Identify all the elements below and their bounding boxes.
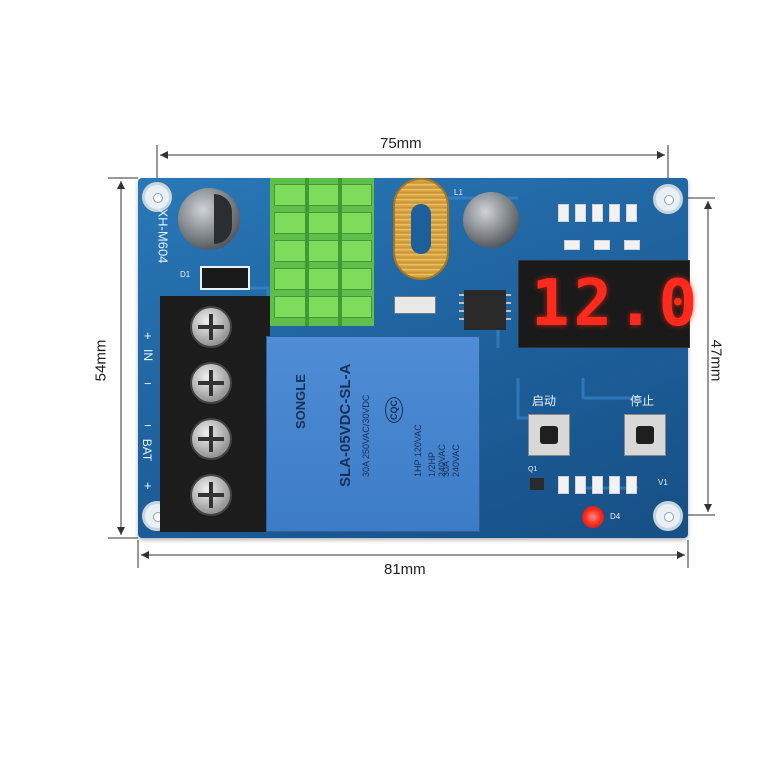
smd-r3 [558, 204, 569, 222]
led-d4-label: D4 [610, 512, 621, 521]
start-button[interactable] [528, 414, 570, 456]
diode-d1-label: D1 [180, 270, 191, 279]
terminal-label-in: IN [141, 349, 155, 361]
toroid-inductor [393, 178, 449, 280]
relay-cert: CQC [385, 397, 403, 423]
heatsink [270, 178, 374, 326]
terminal-label-bat-plus: + [144, 478, 152, 493]
smd-r9 [626, 476, 637, 494]
screw-bat-negative[interactable] [190, 418, 232, 460]
smd-r6 [564, 240, 580, 250]
start-button-label: 启动 [532, 394, 557, 408]
seven-segment-display: 12.0 [518, 260, 697, 348]
relay-rating-2: 1HP 120VAC [413, 424, 423, 477]
relay: SONGLE SLA-05VDC-SL-A 30A 250VAC/30VDC C… [266, 336, 480, 532]
relay-rating-4: 30A 240VAC [441, 444, 461, 477]
pcb-board: XH-M604 D1 L1 [138, 178, 697, 538]
terminal-label-bat-minus: − [144, 418, 152, 433]
display-value: 12.0 [531, 267, 702, 341]
capacitor-small [463, 192, 519, 248]
screw-in-negative[interactable] [190, 362, 232, 404]
terminal-label-bat: BAT [140, 438, 155, 462]
right-height-label: 47mm [707, 339, 725, 382]
smd-r11 [575, 476, 586, 494]
smd-r12 [592, 476, 603, 494]
regulator-pins [394, 296, 436, 314]
diode-d1 [200, 266, 250, 290]
smd-r13 [558, 476, 569, 494]
mounting-hole-bottom-right [653, 501, 683, 531]
ic-chip [459, 290, 511, 330]
relay-brand: SONGLE [293, 374, 308, 429]
stop-button[interactable] [624, 414, 666, 456]
relay-model: SLA-05VDC-SL-A [337, 363, 354, 487]
smd-r4 [592, 204, 603, 222]
mounting-hole-top-right [653, 184, 683, 214]
relay-rating-1: 30A 250VAC/30VDC [361, 394, 371, 477]
q1-label: Q1 [528, 466, 538, 473]
screw-in-positive[interactable] [190, 306, 232, 348]
transistor-q1 [530, 478, 544, 490]
mounting-hole-top-left [142, 182, 172, 212]
smd-r10 [609, 476, 620, 494]
terminal-label-in-plus: + [144, 328, 152, 343]
capacitor-large [178, 188, 240, 250]
inductor-l1-label: L1 [454, 188, 463, 197]
smd-r8 [624, 240, 640, 250]
smd-r2 [575, 204, 586, 222]
v1-label: V1 [658, 478, 668, 487]
terminal-label-in-minus: − [144, 376, 152, 391]
status-led [582, 506, 604, 528]
top-width-label: 75mm [380, 135, 422, 152]
smd-r7 [594, 240, 610, 250]
screw-bat-positive[interactable] [190, 474, 232, 516]
left-height-label: 54mm [92, 339, 110, 382]
model-label: XH-M604 [155, 208, 171, 264]
stop-button-label: 停止 [630, 394, 655, 408]
bottom-width-label: 81mm [384, 561, 426, 578]
smd-c4 [626, 204, 637, 222]
smd-r5 [609, 204, 620, 222]
